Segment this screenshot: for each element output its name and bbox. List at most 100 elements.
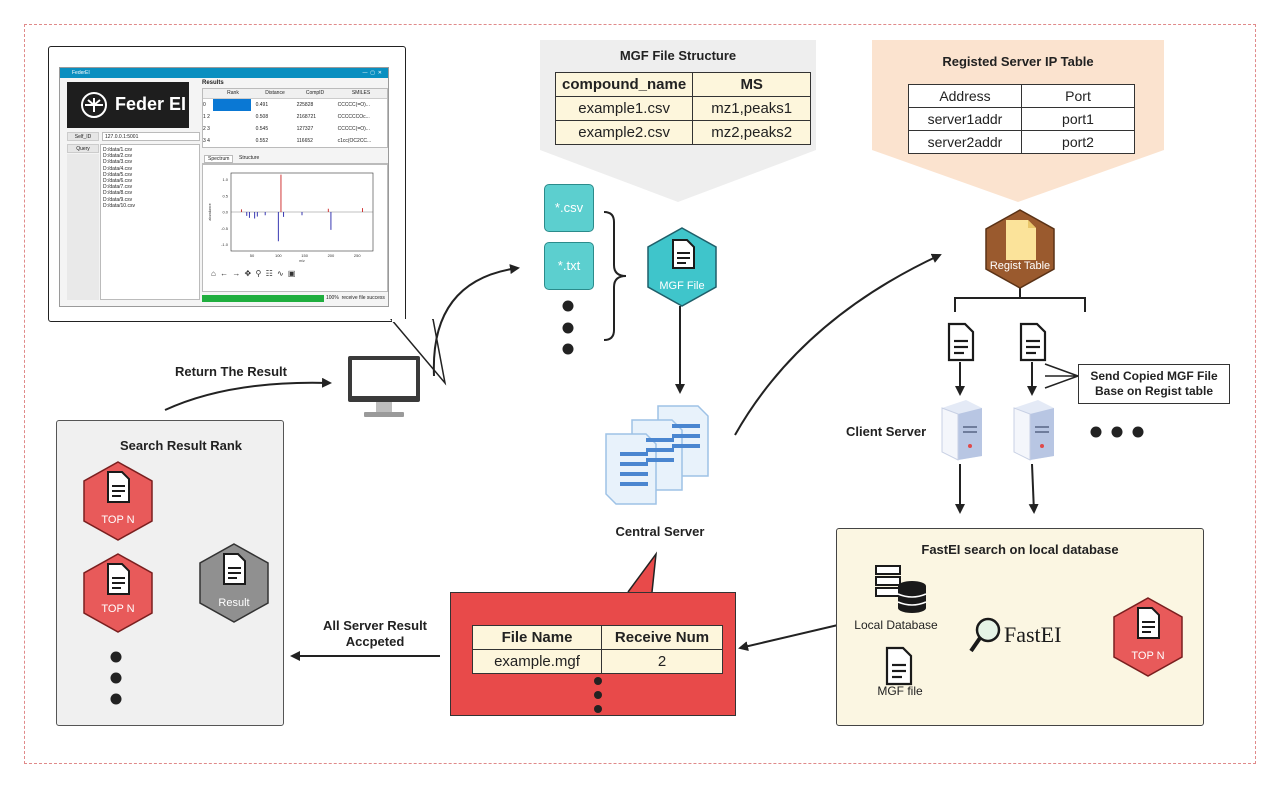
app-window: FederEI — ▢ ✕ Feder EI Self_ID 127.0.0.1… <box>59 67 389 307</box>
tab-structure[interactable]: Structure <box>239 155 260 161</box>
query-file-item[interactable]: D:/data/8.csv <box>103 190 133 197</box>
row-index: 2 3 <box>203 126 210 132</box>
diagram-frame <box>24 24 1256 764</box>
y-axis-label: abundance <box>208 203 212 220</box>
send-copied-callout: Send Copied MGF File Base on Regist tabl… <box>1078 364 1230 404</box>
self-id-field[interactable]: 127.0.0.1:5001 <box>102 132 200 141</box>
magnifier-icon <box>969 617 1001 653</box>
y-tick-label: -1.0 <box>221 242 229 247</box>
x-axis-label: m/z <box>299 259 305 263</box>
receive-cell: 2 <box>601 649 723 674</box>
self-id-label: Self_ID <box>67 132 99 141</box>
progress-text: 100% <box>326 295 339 301</box>
query-sidebar <box>67 154 99 300</box>
x-tick-label: 250 <box>354 253 361 258</box>
receive-cell: example.mgf <box>472 649 602 674</box>
mgf-header-ms: MS <box>692 72 812 97</box>
query-file-item[interactable]: D:/data/6.csv <box>103 178 133 185</box>
tab-spectrum[interactable]: Spectrum <box>204 155 234 163</box>
document-icon <box>947 322 975 362</box>
top-n-label: TOP N <box>101 514 135 526</box>
regist-table-label: Regist Table <box>989 260 1051 272</box>
query-file-item[interactable]: D:/data/7.csv <box>103 184 133 191</box>
window-title: FederEI <box>72 70 90 76</box>
results-header-row: Rank Distance CompID SMILES <box>203 89 387 99</box>
query-file-item[interactable]: D:/data/3.csv <box>103 159 133 166</box>
query-file-item[interactable]: D:/data/5.csv <box>103 171 133 178</box>
results-cell: 0.552 <box>255 138 269 144</box>
progress-track <box>202 295 324 302</box>
ip-cell: server1addr <box>908 107 1022 131</box>
query-file-item[interactable]: D:/data/10.csv <box>103 202 135 209</box>
mgf-cell: mz1,peaks1 <box>692 96 812 121</box>
row-index: 3 4 <box>203 138 210 144</box>
all-server-label: All Server Result Accpeted <box>322 618 428 649</box>
regist-bracket <box>954 297 1086 312</box>
lines-icon[interactable]: ∿ <box>276 269 285 278</box>
mgf-file-small-label: MGF file <box>877 684 923 698</box>
pan-icon[interactable]: ✥ <box>244 269 253 278</box>
local-db-label: Local Database <box>854 618 938 632</box>
central-to-regist-arrow <box>734 253 942 436</box>
query-file-item[interactable]: D:/data/4.csv <box>103 165 133 172</box>
more-servers-dots <box>1090 426 1144 438</box>
ip-cell: port1 <box>1021 107 1135 131</box>
x-tick-label: 150 <box>301 253 308 258</box>
document-icon <box>1019 322 1047 362</box>
result-label: Result <box>218 597 250 609</box>
y-tick-label: 0.5 <box>222 193 228 198</box>
progress-status: 100% receive file success <box>326 295 385 301</box>
y-tick-label: 1.0 <box>222 177 228 182</box>
plot-toolbar[interactable]: ⌂ ← → ✥ ⚲ ☷ ∿ ▣ <box>211 269 296 278</box>
zoom-icon[interactable]: ⚲ <box>255 269 263 278</box>
query-file-item[interactable]: D:/data/1.csv <box>103 147 133 153</box>
results-cell: CCCCCCOc... <box>337 114 370 120</box>
mgf-doc-icon <box>885 646 913 686</box>
client-server-label: Client Server <box>846 424 927 439</box>
results-cell: 0.491 <box>255 102 269 108</box>
query-file-item[interactable]: D:/data/2.csv <box>103 153 133 160</box>
search-rank-title: Search Result Rank <box>119 438 243 453</box>
results-cell: CCCCC(=O)... <box>337 102 370 108</box>
y-tick-label: 0.0 <box>222 210 228 215</box>
result-hexagon <box>199 543 269 623</box>
tab-bar: Spectrum Structure <box>202 154 388 164</box>
monitor-to-files-arrow <box>432 264 520 377</box>
results-column-header[interactable]: Rank <box>227 90 239 96</box>
top-n-hexagon <box>1113 597 1183 677</box>
save-icon[interactable]: ▣ <box>287 269 297 278</box>
more-receive-dots <box>594 677 602 713</box>
ip-cell: port2 <box>1021 130 1135 154</box>
mgf-file-label: MGF File <box>659 280 705 292</box>
results-column-header[interactable]: Distance <box>265 90 285 96</box>
configure-icon[interactable]: ☷ <box>265 269 274 278</box>
home-icon[interactable]: ⌂ <box>211 269 217 278</box>
back-icon[interactable]: ← <box>220 269 230 278</box>
logo-text: Feder EI <box>115 94 187 114</box>
top-n-label: TOP N <box>1131 650 1165 662</box>
query-file-item[interactable]: D:/data/9.csv <box>103 196 133 203</box>
forward-icon[interactable]: → <box>232 269 242 278</box>
query-label: Query <box>67 144 99 153</box>
results-column-header[interactable]: SMILES <box>351 90 371 96</box>
central-server-icon <box>605 405 709 505</box>
csv-file-badge: *.csv <box>544 184 594 232</box>
results-cell: 0.508 <box>255 114 269 120</box>
receive-header-num: Receive Num <box>601 625 723 650</box>
results-cell: 2168721 <box>296 114 317 120</box>
results-cell: 225828 <box>296 102 314 108</box>
results-column-header[interactable]: CompID <box>305 90 325 96</box>
return-result-arrow <box>164 377 332 411</box>
results-cell: c1cc(OC2CC... <box>337 138 372 144</box>
receive-header-file: File Name <box>472 625 602 650</box>
app-screenshot-callout: FederEI — ▢ ✕ Feder EI Self_ID 127.0.0.1… <box>48 46 447 386</box>
mgf-file-hexagon <box>647 227 717 307</box>
